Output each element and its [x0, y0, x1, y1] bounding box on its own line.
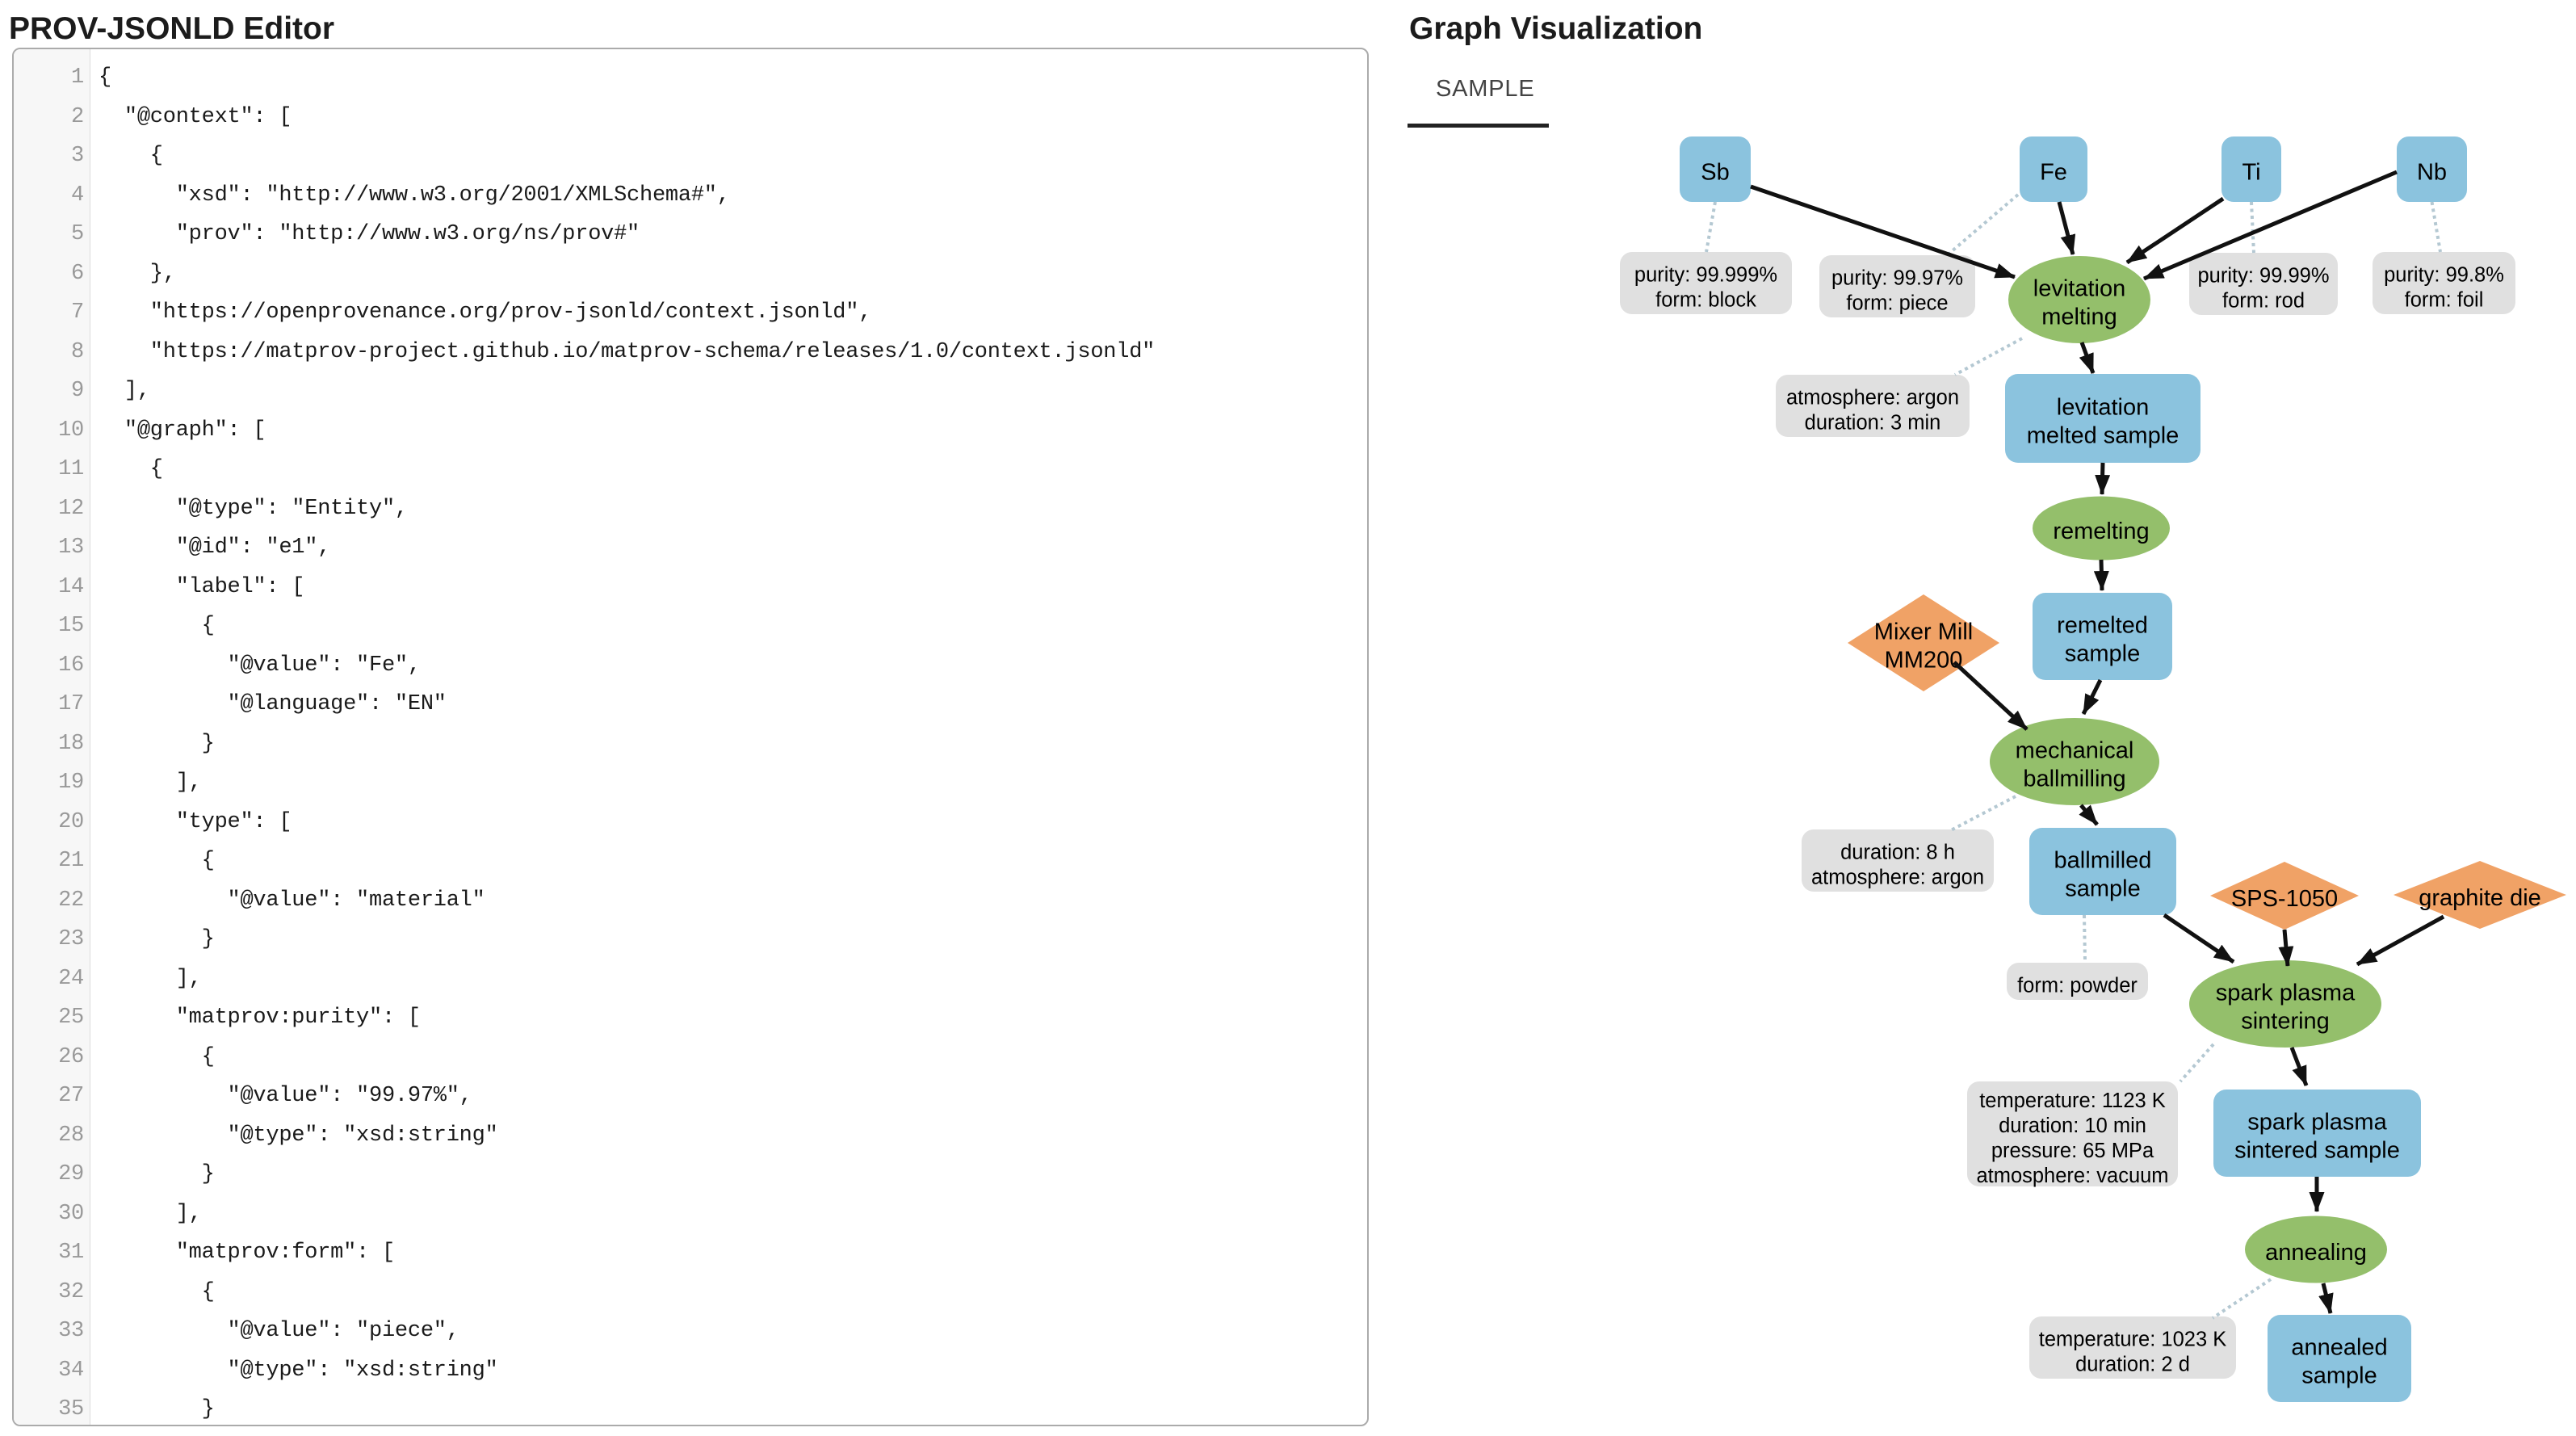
svg-text:annealing: annealing — [2265, 1240, 2367, 1266]
svg-text:graphite die: graphite die — [2419, 885, 2541, 911]
svg-text:purity: 99.8%form: foil: purity: 99.8%form: foil — [2384, 264, 2504, 312]
svg-text:Ti: Ti — [2242, 160, 2260, 186]
svg-text:purity: 99.999%form: block: purity: 99.999%form: block — [1634, 264, 1777, 312]
svg-text:Nb: Nb — [2417, 160, 2447, 186]
svg-text:Sb: Sb — [1701, 160, 1729, 186]
svg-text:remelting: remelting — [2053, 519, 2149, 544]
svg-text:SPS-1050: SPS-1050 — [2231, 886, 2338, 912]
svg-text:Fe: Fe — [2040, 160, 2067, 186]
svg-text:form: powder: form: powder — [2017, 975, 2138, 997]
svg-text:purity: 99.97%form: piece: purity: 99.97%form: piece — [1831, 267, 1963, 315]
svg-text:purity: 99.99%form: rod: purity: 99.99%form: rod — [2197, 265, 2329, 313]
